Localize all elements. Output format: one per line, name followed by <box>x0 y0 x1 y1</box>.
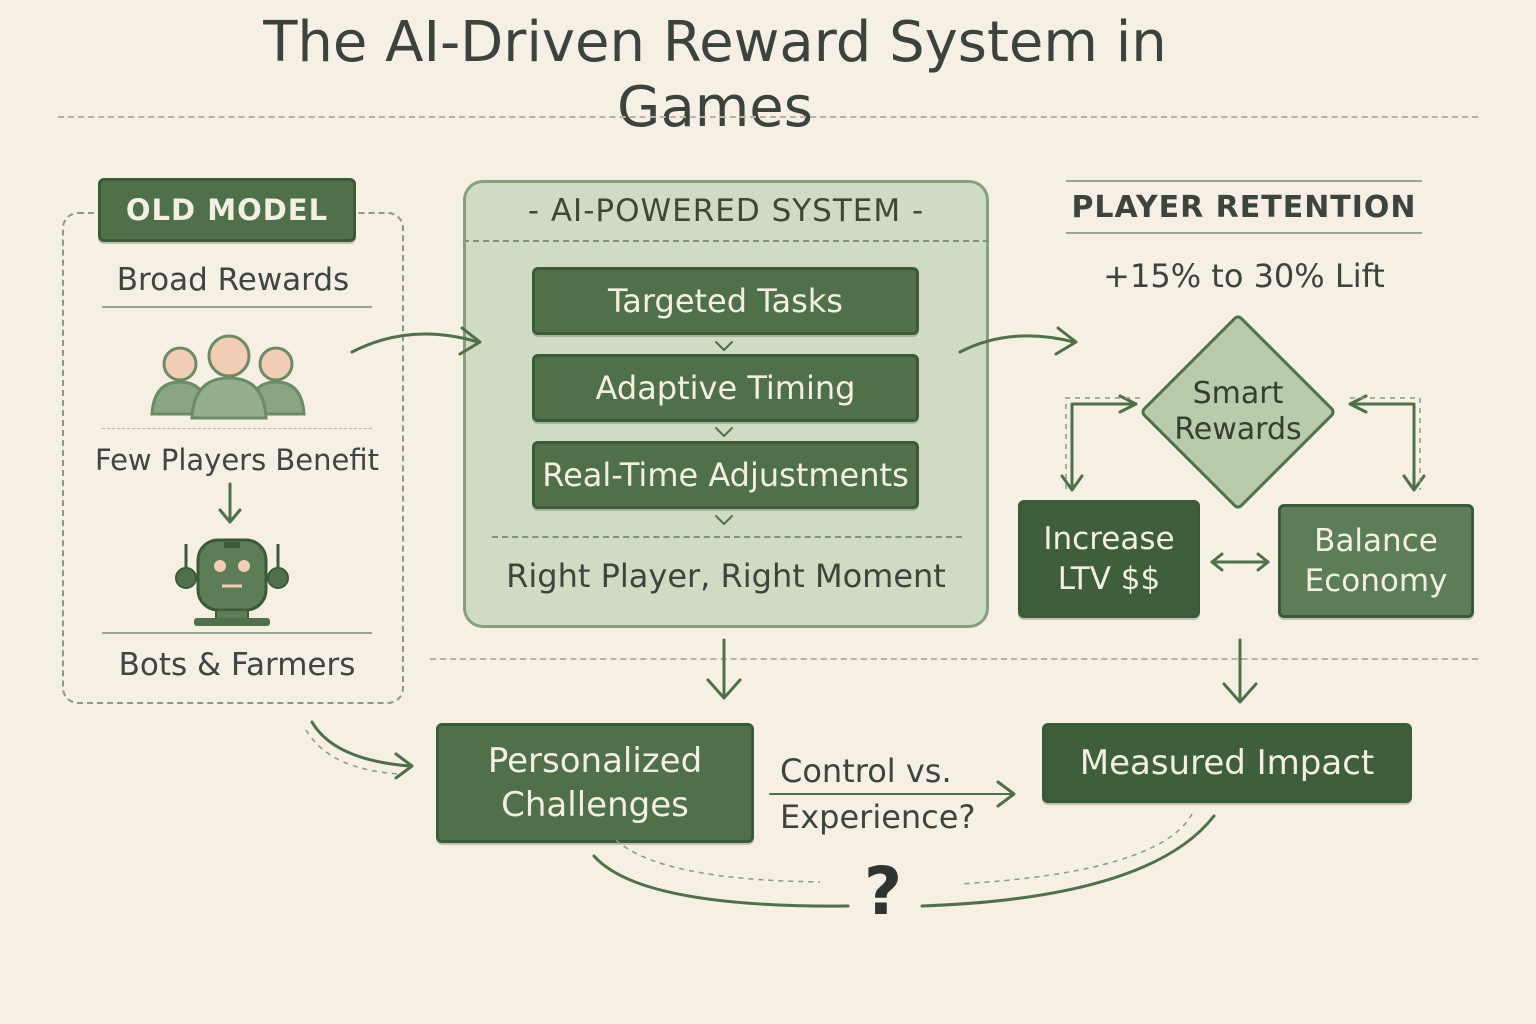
arrow-old-to-ai-head <box>458 326 482 356</box>
bots-farmers-label: Bots & Farmers <box>118 647 356 683</box>
bot-icon <box>175 538 289 626</box>
bots-divider <box>102 632 372 634</box>
arrow-ai-to-retention <box>958 334 1076 354</box>
step-adaptive-timing: Adaptive Timing <box>532 354 919 422</box>
arrow-ai-to-retention-head <box>1054 326 1078 356</box>
bottom-divider <box>430 658 1478 660</box>
broad-rewards-label: Broad Rewards <box>116 262 350 298</box>
retention-lift: +15% to 30% Lift <box>1103 257 1385 295</box>
players-divider <box>102 428 372 429</box>
step-arrow-3 <box>715 515 733 525</box>
measured-impact-box: Measured Impact <box>1042 723 1412 803</box>
old-model-tag: OLD MODEL <box>98 178 356 242</box>
title-divider <box>58 116 1478 118</box>
step-targeted-tasks: Targeted Tasks <box>532 267 919 335</box>
arrow-ltv-balance-right-head <box>1256 552 1270 572</box>
personalized-challenges-box: Personalized Challenges <box>436 723 754 843</box>
arrow-old-to-personalized-head <box>394 752 414 780</box>
ai-system-footer: Right Player, Right Moment <box>506 557 946 595</box>
arrow-retention-to-measured-head <box>1222 682 1258 704</box>
arrow-ai-to-personalized-head <box>706 678 742 700</box>
loop-curve-right <box>920 814 1216 908</box>
balance-economy-box: Balance Economy <box>1278 504 1474 618</box>
arrow-old-to-ai <box>350 332 480 354</box>
control-vs-experience-label: Control vs. Experience? <box>780 752 976 836</box>
step-arrow-2 <box>715 427 733 437</box>
arrow-old-to-personalized <box>310 720 412 768</box>
players-group-icon <box>150 334 306 420</box>
loop-curve-left <box>592 854 850 908</box>
broad-rewards-underline <box>102 306 372 308</box>
question-mark: ? <box>863 852 903 930</box>
ai-header-divider <box>463 240 989 242</box>
player-retention-header: PLAYER RETENTION <box>1066 180 1422 234</box>
smart-rewards-label: Smart Rewards <box>1174 376 1302 447</box>
arrow-control-to-measured-head <box>996 780 1016 808</box>
step-arrow-1 <box>715 341 733 351</box>
ai-system-header: - AI-POWERED SYSTEM - <box>527 193 925 229</box>
arrow-few-to-bots-head <box>218 508 242 524</box>
arrow-smart-to-ltv-head <box>1060 474 1084 492</box>
arrow-ltv-balance-left-head <box>1210 552 1224 572</box>
arrow-smart-to-balance <box>1352 402 1416 490</box>
ai-footer-divider <box>492 536 962 538</box>
few-players-label: Few Players Benefit <box>94 443 380 477</box>
increase-ltv-box: Increase LTV $$ <box>1018 500 1200 618</box>
arrow-smart-to-ltv <box>1070 402 1134 490</box>
step-real-time-adjustments: Real-Time Adjustments <box>532 441 919 509</box>
